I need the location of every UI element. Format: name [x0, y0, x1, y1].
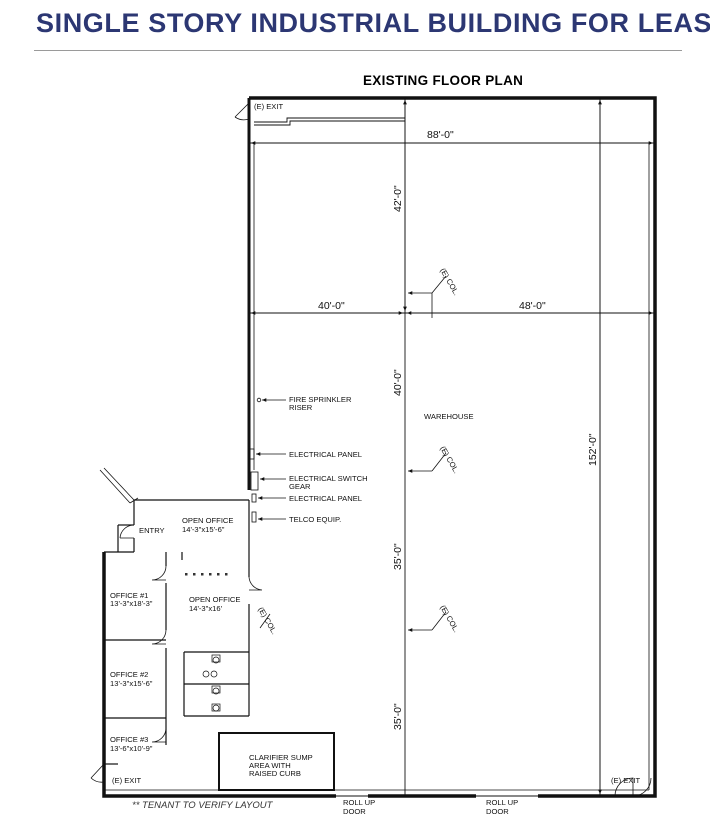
clarifier-label-3: RAISED CURB: [249, 769, 301, 778]
page-title: SINGLE STORY INDUSTRIAL BUILDING FOR LEA…: [36, 8, 710, 38]
equipment: [249, 397, 262, 523]
office-3-name: OFFICE #3: [110, 735, 148, 744]
restroom-fixtures: [202, 654, 221, 712]
office-1-name: OFFICE #1: [110, 591, 148, 600]
leader-lines: [256, 291, 432, 632]
office-2-name: OFFICE #2: [110, 670, 148, 679]
exit-door-bottom-left: [90, 763, 105, 783]
exterior-walls: [102, 96, 657, 798]
door-swings: [90, 102, 652, 797]
roll-up-door-label: ROLL UP: [343, 798, 375, 807]
switch-gear-label: ELECTRICAL SWITCH: [289, 474, 368, 483]
exit-door-top: [234, 102, 250, 121]
overall-depth-dim: 152'-0": [587, 433, 599, 466]
office-3-size: 13'-6"x10'-9": [110, 744, 153, 753]
roll-up-door-label-2: DOOR: [343, 807, 366, 816]
column-label: (E) COL.: [256, 606, 279, 636]
electrical-panel-label-2: ELECTRICAL PANEL: [289, 494, 362, 503]
floor-plan-title: EXISTING FLOOR PLAN: [363, 73, 524, 88]
sprinkler-riser-icon: [256, 397, 262, 403]
exit-label-top: (E) EXIT: [254, 102, 283, 111]
office-1-size: 13'-3"x18'-3": [110, 599, 153, 608]
span-4-dim: 35'-0": [392, 703, 404, 730]
sprinkler-riser-label-2: RISER: [289, 403, 313, 412]
open-office-2-size: 14'-3"x16': [189, 604, 223, 613]
span-3-dim: 35'-0": [392, 543, 404, 570]
office-walls: [104, 499, 250, 765]
exit-label-bottom-left: (E) EXIT: [112, 776, 141, 785]
roll-up-door-label-3: ROLL UP: [486, 798, 518, 807]
telco-equipment-icon: [251, 511, 257, 523]
exit-label-bottom-right: (E) EXIT: [611, 776, 640, 785]
electrical-panel-icon-2: [251, 493, 257, 503]
clarifier-sump-area: [218, 732, 335, 791]
column-label: (E) COL.: [438, 604, 461, 634]
sprinkler-riser-label: FIRE SPRINKLER: [289, 395, 352, 404]
electrical-panel-icon: [249, 448, 255, 460]
warehouse-outline: [102, 96, 657, 798]
overall-width-dim: 88'-0": [427, 129, 454, 141]
span-1-dim: 42'-0": [392, 185, 404, 212]
office-outlets: [185, 573, 228, 576]
span-2-dim: 40'-0": [392, 369, 404, 396]
electrical-panel-label: ELECTRICAL PANEL: [289, 450, 362, 459]
tenant-note: ** TENANT TO VERIFY LAYOUT: [132, 800, 273, 811]
clarifier-label: CLARIFIER SUMP: [249, 753, 313, 762]
open-office-2-name: OPEN OFFICE: [189, 595, 240, 604]
telco-label: TELCO EQUIP.: [289, 515, 341, 524]
open-office-1-name: OPEN OFFICE: [182, 516, 233, 525]
office-2-size: 13'-3"x15'-6": [110, 679, 153, 688]
column-label: (E) COL.: [438, 445, 461, 475]
roll-up-door-label-4: DOOR: [486, 807, 509, 816]
dimension-lines: [251, 100, 653, 794]
entry-door: [119, 524, 135, 539]
switch-gear-icon: [250, 471, 259, 491]
exit-door-bottom-right: [614, 777, 634, 797]
warehouse-label: WAREHOUSE: [424, 412, 474, 421]
entry-label: ENTRY: [139, 526, 165, 535]
title-divider: [34, 50, 682, 51]
bay-right-dim: 48'-0": [519, 300, 546, 312]
open-office-1-size: 14'-3"x15'-6": [182, 525, 225, 534]
switch-gear-label-2: GEAR: [289, 482, 311, 491]
bay-left-dim: 40'-0": [318, 300, 345, 312]
clarifier-label-2: AREA WITH: [249, 761, 291, 770]
